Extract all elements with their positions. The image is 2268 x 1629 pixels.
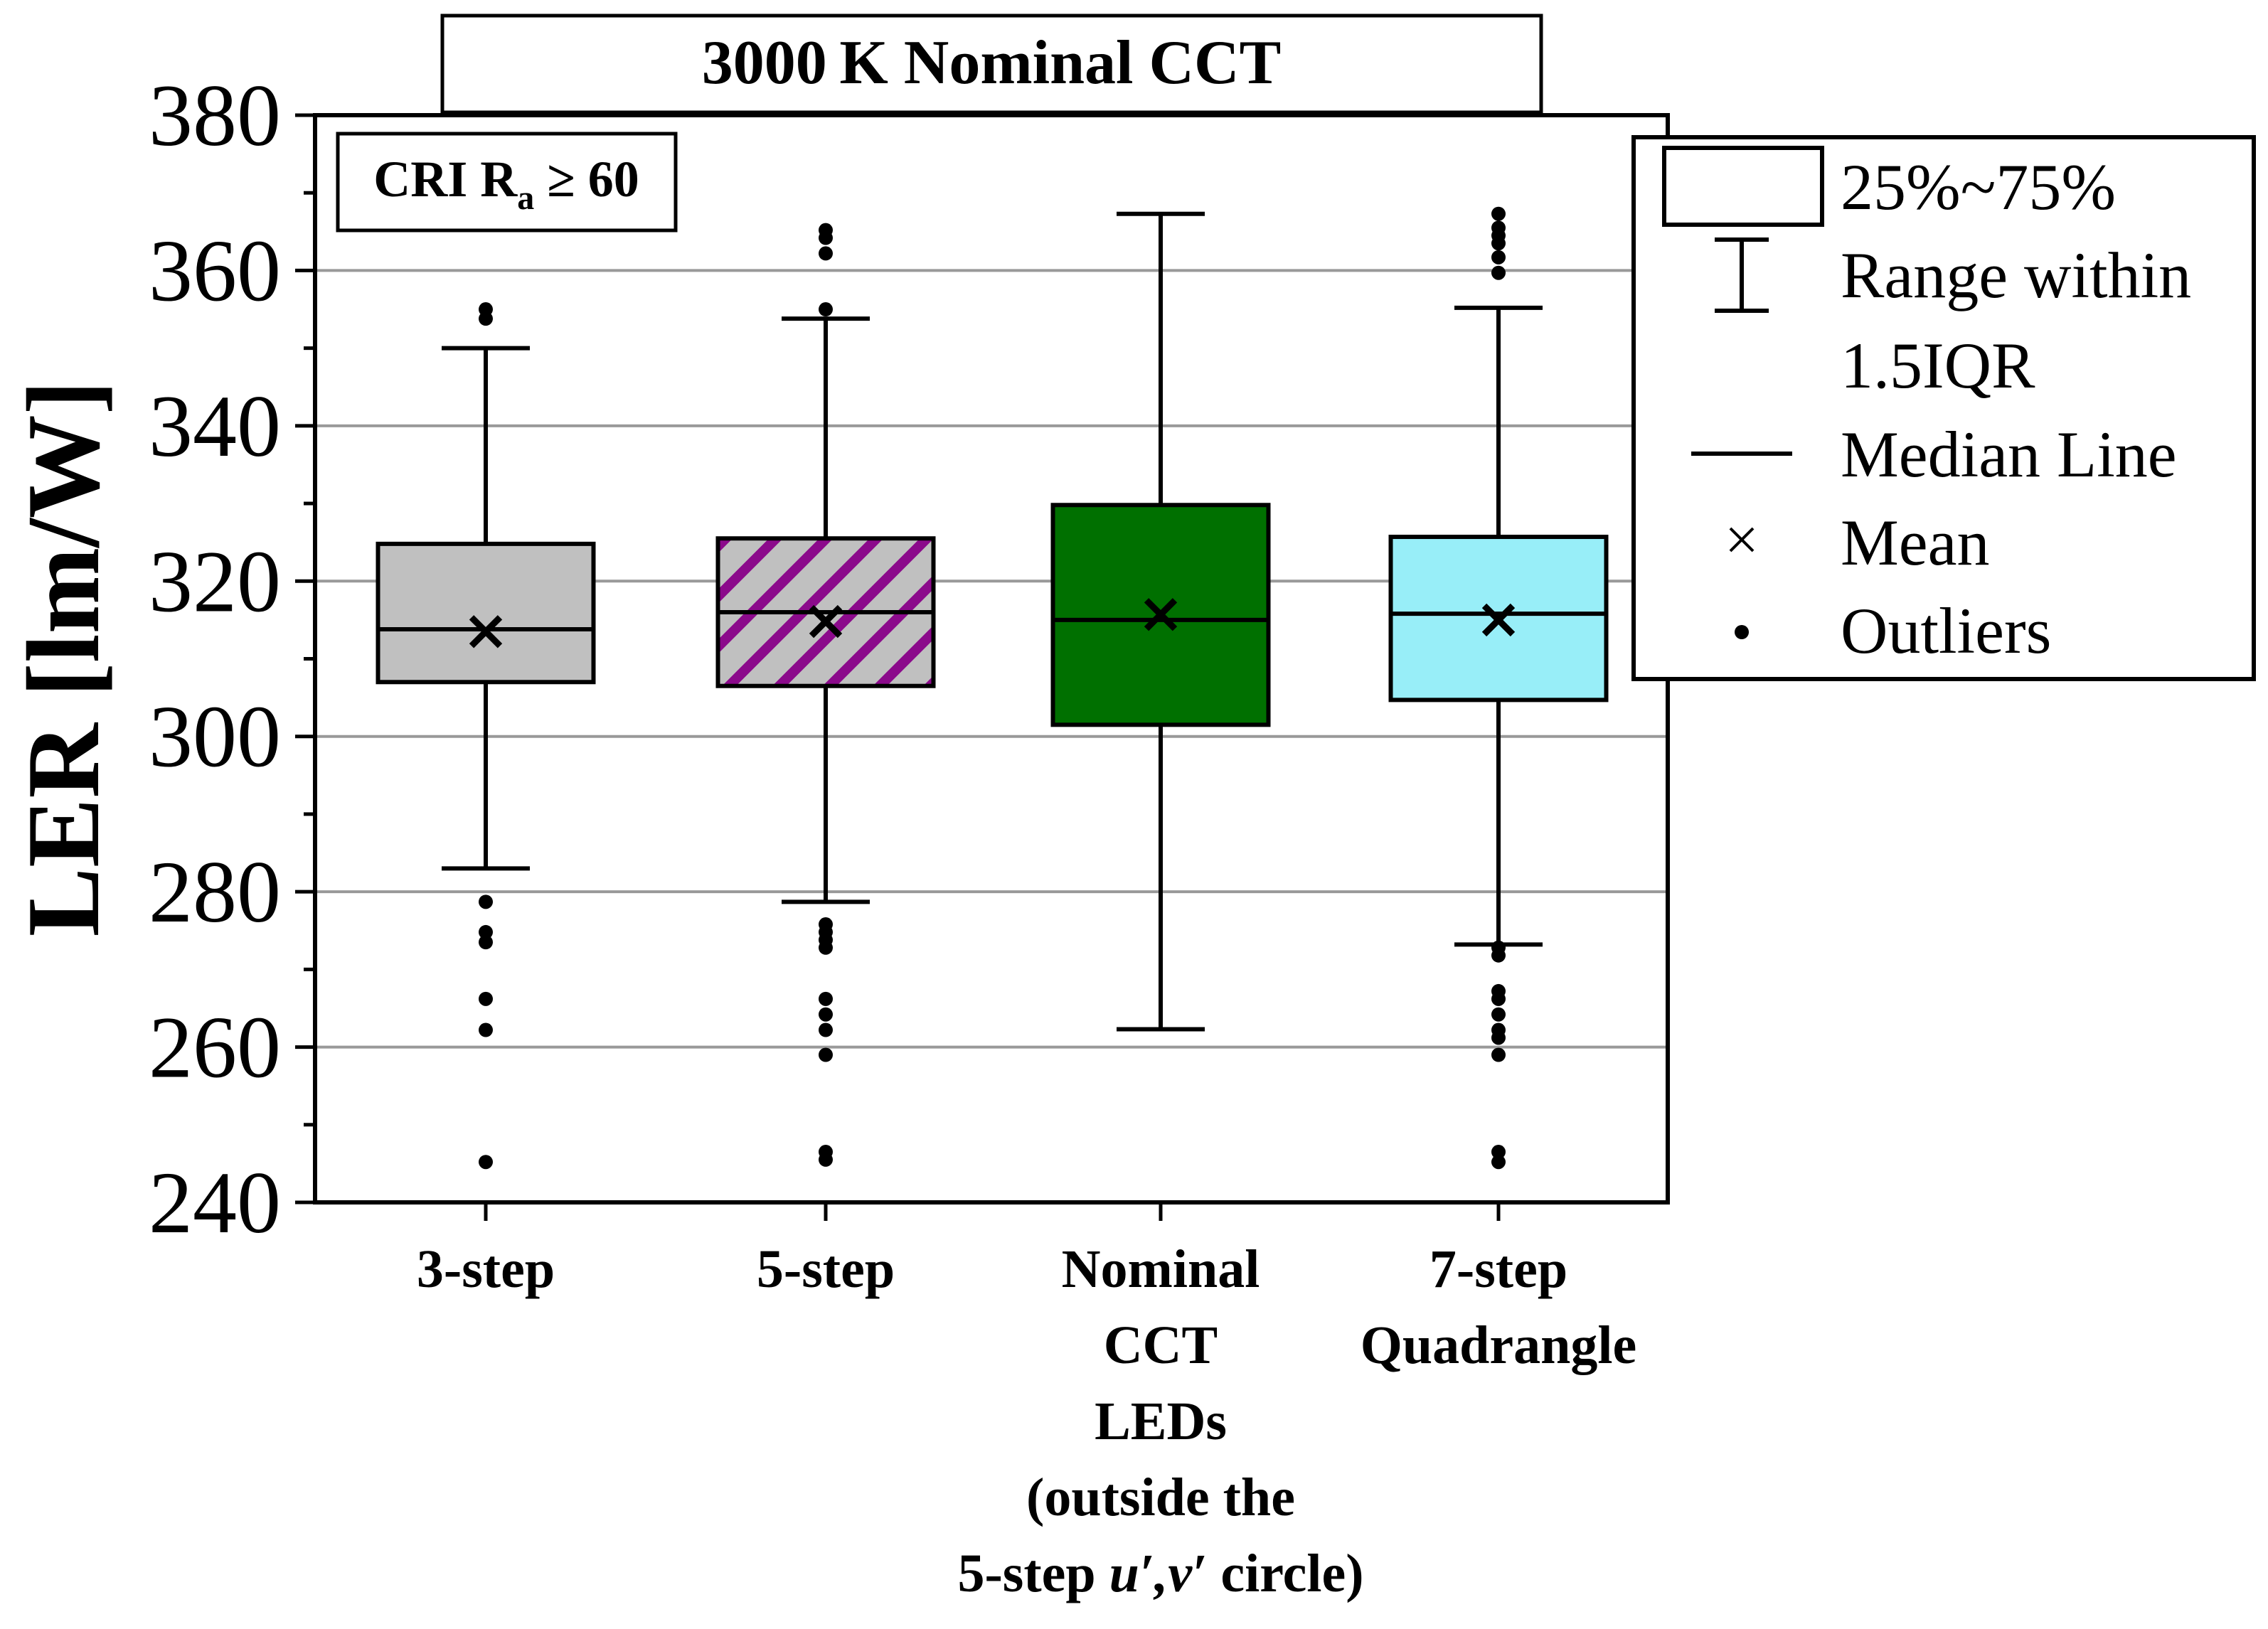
x-tick-label-3-line-0: 7-step [1430, 1239, 1567, 1299]
x-tick-label-2-line-4-part-0: 5-step [957, 1544, 1109, 1603]
box-1-outlier-0 [819, 302, 833, 317]
box-3-outlier-9 [1491, 991, 1506, 1006]
box-0-outlier-2 [479, 894, 493, 909]
y-axis: 240 260 280 300 320 340 360 380 [149, 67, 315, 1251]
x-tick-label-1-line-0: 5-step [757, 1239, 895, 1299]
box-1 [715, 223, 936, 1167]
box-3 [1388, 206, 1609, 1170]
box-3-outlier-1 [1491, 250, 1506, 265]
x-tick-label-0-line-0-part-0: 3-step [417, 1239, 555, 1299]
box-series [376, 206, 1609, 1170]
legend-box-label: 25%~75% [1841, 151, 2116, 223]
box-1-outlier-3 [819, 223, 833, 237]
x-tick-label-2-line-1: CCT [1104, 1315, 1218, 1375]
x-tick-label-2-line-0-part-0: Nominal [1062, 1239, 1260, 1299]
x-tick-label-2-line-0: Nominal [1062, 1239, 1260, 1299]
box-3-outlier-12 [1491, 1030, 1506, 1045]
box-3-outlier-13 [1491, 1047, 1506, 1062]
box-3-outlier-0 [1491, 265, 1506, 280]
box-3-outlier-14 [1491, 1145, 1506, 1160]
box-1-outlier-13 [819, 1152, 833, 1167]
box-0-iqr [376, 541, 596, 685]
box-0-outlier-4 [479, 935, 493, 950]
x-tick-label-2-line-4-part-1: u′,v′ [1109, 1544, 1208, 1603]
box-0-mean-b [469, 615, 503, 648]
x-tick-label-2-line-3-part-0: (outside the [1026, 1468, 1295, 1527]
legend-mean-marker [1729, 527, 1755, 552]
y-tick-label-340: 340 [149, 378, 281, 475]
legend-mean-stroke-b [1729, 527, 1755, 552]
y-tick-label-260: 260 [149, 999, 281, 1096]
x-tick-label-2-line-1-part-0: CCT [1104, 1315, 1218, 1375]
box-1-outlier-11 [819, 1047, 833, 1062]
legend-box-swatch [1662, 146, 1824, 227]
annotation-box [336, 132, 678, 233]
box-1-outlier-9 [819, 1007, 833, 1022]
legend-mean-label: Mean [1841, 506, 1989, 579]
title-box [440, 14, 1543, 114]
y-axis-label: LER [lm/W] [6, 380, 121, 937]
x-tick-label-1: 5-step [757, 1239, 895, 1299]
x-tick-label-2-line-4-part-2: circle) [1207, 1544, 1363, 1603]
x-tick-label-2-line-3: (outside the [1026, 1468, 1295, 1527]
box-0-outlier-3 [479, 924, 493, 939]
box-0 [376, 302, 596, 1170]
box-0-outlier-7 [479, 1155, 493, 1170]
box-3-outlier-15 [1491, 1155, 1506, 1170]
box-3-outlier-4 [1491, 220, 1506, 235]
y-tick-label-360: 360 [149, 222, 281, 319]
box-0-outlier-1 [479, 302, 493, 317]
y-tick-label-320: 320 [149, 533, 281, 630]
x-tick-label-2-line-4: 5-step u′,v′ circle) [957, 1544, 1363, 1603]
box-3-outlier-10 [1491, 1007, 1506, 1022]
box-1-outlier-1 [819, 246, 833, 261]
box-3-outlier-5 [1491, 206, 1506, 221]
x-tick-label-3-line-1-part-0: Quadrangle [1361, 1315, 1637, 1375]
y-tick-label-380: 380 [149, 67, 281, 164]
legend-median-label: Median Line [1841, 418, 2177, 491]
x-tick-label-2-line-2: LEDs [1095, 1392, 1227, 1451]
box-0-outlier-5 [479, 991, 493, 1006]
x-tick-label-1-line-0-part-0: 5-step [757, 1239, 895, 1299]
box-0-outlier-6 [479, 1022, 493, 1037]
y-tick-label-240: 240 [149, 1154, 281, 1251]
x-tick-label-3-line-1: Quadrangle [1361, 1315, 1637, 1375]
cri-annotation: CRI Ra ≥ 60 [373, 151, 639, 217]
box-1-mean-b [809, 604, 843, 639]
x-tick-label-2-line-2-part-0: LEDs [1095, 1392, 1227, 1451]
chart-title: 3000 K Nominal CCT [702, 28, 1282, 97]
x-tick-label-0: 3-step [417, 1239, 555, 1299]
cri-subscript: a [517, 179, 534, 217]
box-1-outlier-10 [819, 1022, 833, 1037]
box-3-outlier-7 [1491, 948, 1506, 963]
box-1-outlier-8 [819, 991, 833, 1006]
box-2-mean-b [1144, 598, 1178, 631]
x-tick-label-3-line-0-part-0: 7-step [1430, 1239, 1567, 1299]
grid-lines [315, 269, 1668, 1049]
legend-outlier-label: Outliers [1841, 594, 2051, 667]
legend-frame [1631, 135, 2256, 681]
y-tick-label-280: 280 [149, 843, 281, 941]
legend-outlier-marker [1735, 625, 1749, 639]
box-1-outlier-7 [819, 940, 833, 955]
box-2 [1050, 211, 1271, 1032]
x-tick-label-0-line-0: 3-step [417, 1239, 555, 1299]
legend-range-label-2: 1.5IQR [1841, 329, 2035, 402]
cri-rest: ≥ 60 [534, 151, 639, 208]
cri-main: CRI R [373, 151, 518, 208]
legend-range-label: Range within [1841, 239, 2191, 311]
box-3-mean-b [1481, 603, 1516, 637]
legend: 25%~75% Range within 1.5IQR Median Line … [1631, 135, 2256, 681]
y-tick-label-300: 300 [149, 688, 281, 786]
